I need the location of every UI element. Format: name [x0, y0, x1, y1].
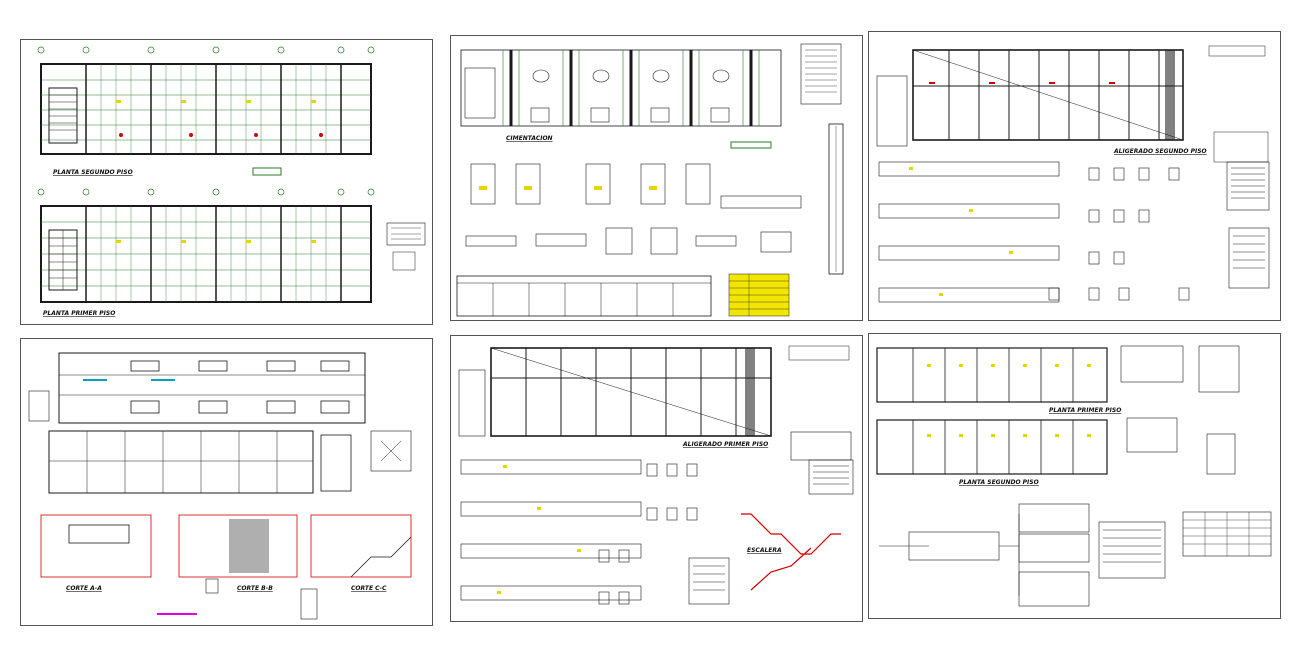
sheet-plantas: PLANTA SEGUNDO PISO: [20, 39, 433, 325]
sheet-instalaciones: PLANTA PRIMER PISO PLANTA SEGUNDO PISO: [868, 333, 1281, 619]
label-planta-primer: PLANTA PRIMER PISO: [43, 310, 115, 317]
plan-primer-piso: PLANTA PRIMER PISO: [37, 188, 426, 317]
label-corte-a: CORTE A-A: [66, 585, 102, 592]
label-aligerado-segundo: ALIGERADO SEGUNDO PISO: [1113, 148, 1207, 155]
label-cimentacion: CIMENTACION: [506, 135, 553, 142]
label-planta-segundo: PLANTA SEGUNDO PISO: [53, 169, 133, 176]
sheet-cimentacion-drawing: CIMENTACION: [456, 43, 844, 317]
sheet-cortes: CORTE A-A CORTE B-B CORTE C-C: [20, 338, 433, 626]
label-corte-b: CORTE B-B: [237, 585, 273, 592]
sheet-aligerado-primer: ALIGERADO PRIMER PISO ESCALERA: [450, 335, 863, 622]
sheet-aligerado-segundo-drawing: ALIGERADO SEGUNDO PISO: [876, 45, 1270, 303]
sheet-instalaciones-drawing: PLANTA PRIMER PISO PLANTA SEGUNDO PISO: [876, 345, 1272, 607]
sheet-cortes-drawing: CORTE A-A CORTE B-B CORTE C-C: [28, 352, 412, 620]
label-corte-c: CORTE C-C: [351, 585, 387, 592]
sheet-cimentacion: CIMENTACION: [450, 35, 863, 321]
label-planta-segundo-ie: PLANTA SEGUNDO PISO: [959, 479, 1039, 486]
label-planta-primer-ie: PLANTA PRIMER PISO: [1049, 407, 1121, 414]
plan-segundo-piso: PLANTA SEGUNDO PISO: [37, 46, 375, 176]
label-escalera: ESCALERA: [747, 547, 782, 554]
sheet-aligerado-segundo: ALIGERADO SEGUNDO PISO: [868, 31, 1281, 321]
label-aligerado-primer: ALIGERADO PRIMER PISO: [682, 441, 768, 448]
sheet-aligerado-primer-drawing: ALIGERADO PRIMER PISO ESCALERA: [458, 345, 854, 605]
sheet-plantas-drawing: PLANTA SEGUNDO PISO: [37, 46, 426, 317]
